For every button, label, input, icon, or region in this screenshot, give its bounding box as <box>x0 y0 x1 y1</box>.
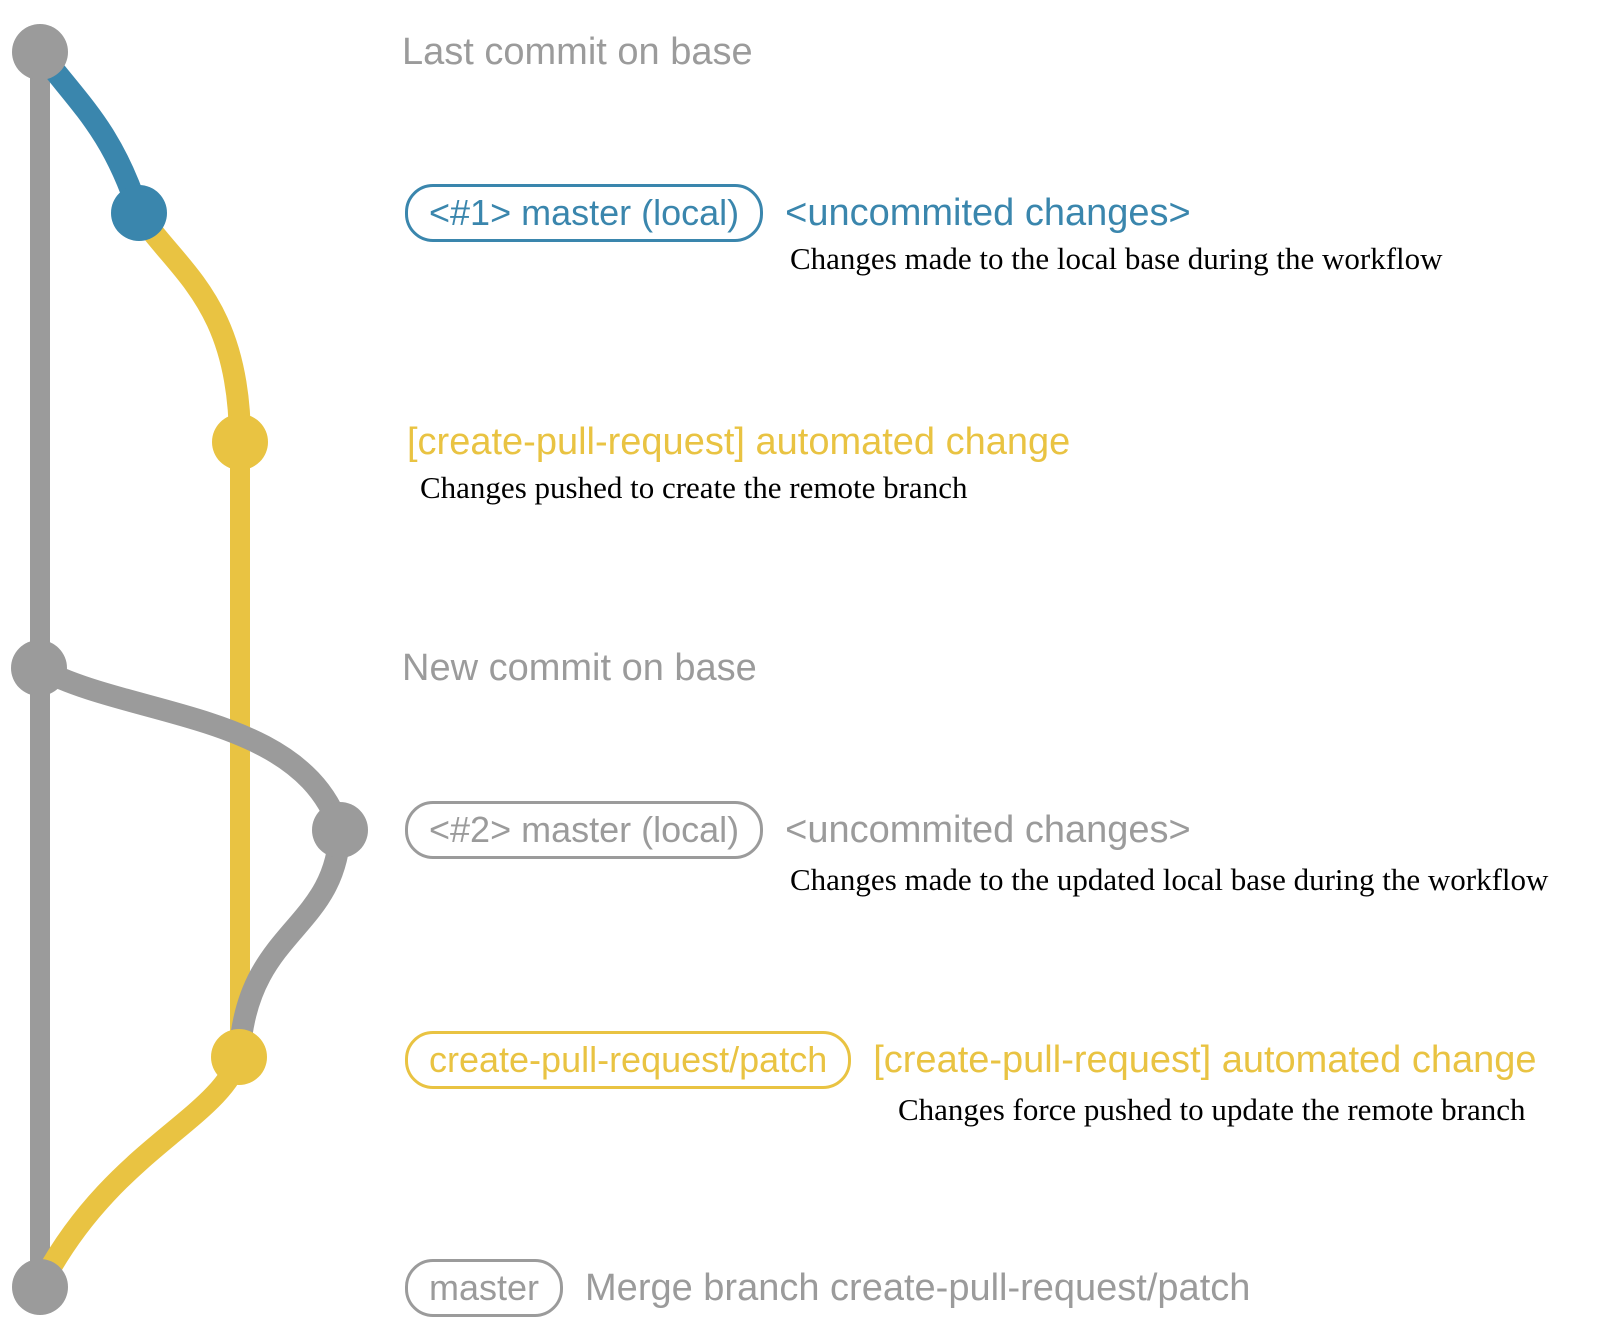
row-new-commit: New commit on base <box>402 639 757 697</box>
commit-message-uncommitted-1: <uncommited changes> <box>785 191 1191 234</box>
branch-label-master-local-1: <#1> master (local) <box>405 184 764 242</box>
commit-dot-patch-1 <box>212 414 268 470</box>
local-branch-2-curve <box>28 657 351 841</box>
row-last-commit: Last commit on base <box>402 23 753 81</box>
local-branch-1-curve <box>29 41 150 224</box>
description-patch-push-2: Changes force pushed to update the remot… <box>898 1092 1526 1127</box>
local-2-force-push-curve <box>229 819 351 1059</box>
commit-message-automated-2: [create-pull-request] automated change <box>873 1038 1537 1081</box>
commit-dot-patch-2 <box>211 1029 267 1085</box>
description-local-commit-1: Changes made to the local base during th… <box>790 241 1443 276</box>
commit-message-merge: Merge branch create-pull-request/patch <box>585 1266 1251 1309</box>
row-patch-push-1: [create-pull-request] automated change <box>407 413 1070 471</box>
commit-message-automated-1: [create-pull-request] automated change <box>407 420 1071 463</box>
commit-message-new-base: New commit on base <box>402 646 757 689</box>
row-local-commit-1: <#1> master (local) <uncommited changes> <box>405 184 1191 242</box>
description-local-commit-2: Changes made to the updated local base d… <box>790 862 1549 897</box>
row-patch-push-2: create-pull-request/patch [create-pull-r… <box>405 1031 1537 1089</box>
commit-dot-merge <box>12 1259 68 1315</box>
row-local-commit-2: <#2> master (local) <uncommited changes> <box>405 801 1191 859</box>
row-merge-commit: master Merge branch create-pull-request/… <box>405 1259 1250 1317</box>
branch-label-master: master <box>405 1259 564 1317</box>
commit-message-last-base: Last commit on base <box>402 30 753 73</box>
commit-message-uncommitted-2: <uncommited changes> <box>785 808 1191 851</box>
patch-merge-curve <box>29 1046 250 1298</box>
commit-dot-last-base <box>12 24 68 80</box>
branch-label-patch: create-pull-request/patch <box>405 1031 852 1089</box>
commit-dot-local-1 <box>111 185 167 241</box>
commit-dot-new-base <box>11 640 67 696</box>
description-patch-push-1: Changes pushed to create the remote bran… <box>420 470 968 505</box>
patch-branch-create-curve <box>128 202 251 453</box>
commit-dot-local-2 <box>312 802 368 858</box>
branch-label-master-local-2: <#2> master (local) <box>405 801 764 859</box>
